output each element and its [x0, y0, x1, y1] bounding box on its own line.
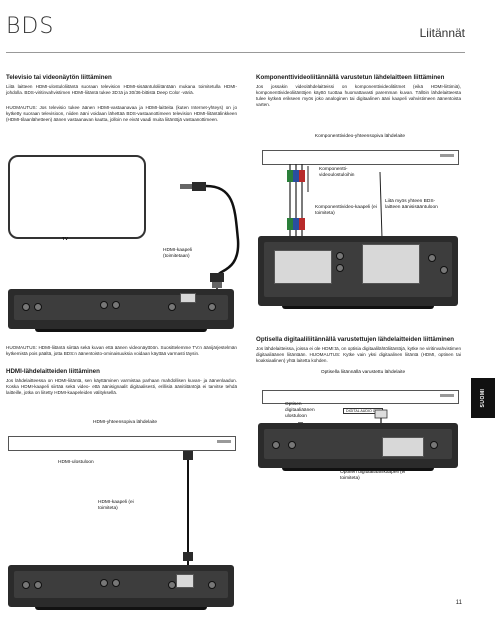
page-number: 11 — [455, 600, 462, 606]
tv-label: TV — [62, 237, 69, 242]
hdmi-source-paragraph: Jos lähdelaitteessa on HDMI-liitäntä, se… — [6, 378, 237, 395]
optical-heading: Optisella digitaaliliitännällä varustett… — [256, 336, 455, 343]
component-source-label: Komponenttivideo-yhteensopiva lähdelaite — [314, 134, 406, 139]
language-tab[interactable]: SUOMI — [471, 378, 495, 418]
receiver-rear-panel-component — [258, 236, 458, 309]
hdmi-source-heading: HDMI-lähdelaitteiden liittäminen — [6, 368, 100, 375]
audio-connection-label: Liitä myös yhteen BDS-laitteen äänisisää… — [385, 199, 438, 210]
hdmi-note: HUOMAUTUS: HDMI-liitäntä siirtää sekä ku… — [6, 345, 237, 356]
hdmi-port-highlight — [180, 293, 196, 303]
header-divider — [6, 52, 465, 53]
brand-logo: BDS — [6, 14, 55, 39]
language-tab-label: SUOMI — [480, 388, 486, 408]
hdmi-source-device — [8, 436, 236, 451]
receiver-rear-panel-optical — [258, 423, 458, 471]
component-paragraph: Jos jossakin videolähdelaitteissi on kom… — [256, 84, 461, 107]
receiver-rear-panel-bottom-left — [8, 565, 234, 610]
receiver-rear-panel-top-left — [8, 289, 234, 332]
optical-cable-label: Optinen digitaaliäänikaapeli (ei toimite… — [340, 470, 406, 481]
component-heading: Komponenttivideoliitännällä varustetun l… — [256, 74, 445, 81]
component-source-device — [262, 150, 459, 165]
hdmi-cable-illustration — [180, 182, 240, 299]
hdmi-cable-label: HDMI-kaapeli (toimitetaan) — [163, 248, 193, 259]
component-cable-label: Komponenttivideo-kaapeli (ei toimiteta) — [315, 205, 377, 216]
tv-note: HUOMAUTUS: Jos televisio tukee äänen HDM… — [6, 105, 237, 122]
hdmi-output-label: HDMI-ulostuloon — [58, 460, 94, 465]
hdmi-source-device-label: HDMI-yhteensopiva lähdelaite — [93, 420, 157, 425]
hdmi-cable-2-label: HDMI-kaapeli (ei toimiteta) — [98, 500, 134, 511]
component-output-label: Komponentti-videoulostuloihin — [319, 167, 355, 178]
tv-paragraph: Liitä laitteen HDMI-ulostuloliitäntä suo… — [6, 84, 237, 95]
tv-heading: Televisio tai videonäytön liittäminen — [6, 74, 112, 81]
optical-source-label: Optisella liitännällä varustettu lähdela… — [320, 370, 406, 375]
optical-paragraph: Jos lähdelaitteissa, joissa ei ole HDMI:… — [256, 346, 461, 363]
optical-output-label: Optisen digitaaliäänen ulostuloon — [285, 402, 315, 419]
tv-illustration — [8, 155, 146, 239]
hdmi-input-port-highlight — [176, 574, 194, 588]
section-title: Liitännät — [419, 26, 465, 40]
optical-source-device — [262, 390, 459, 404]
hdmi-source-cable-illustration — [183, 451, 193, 566]
